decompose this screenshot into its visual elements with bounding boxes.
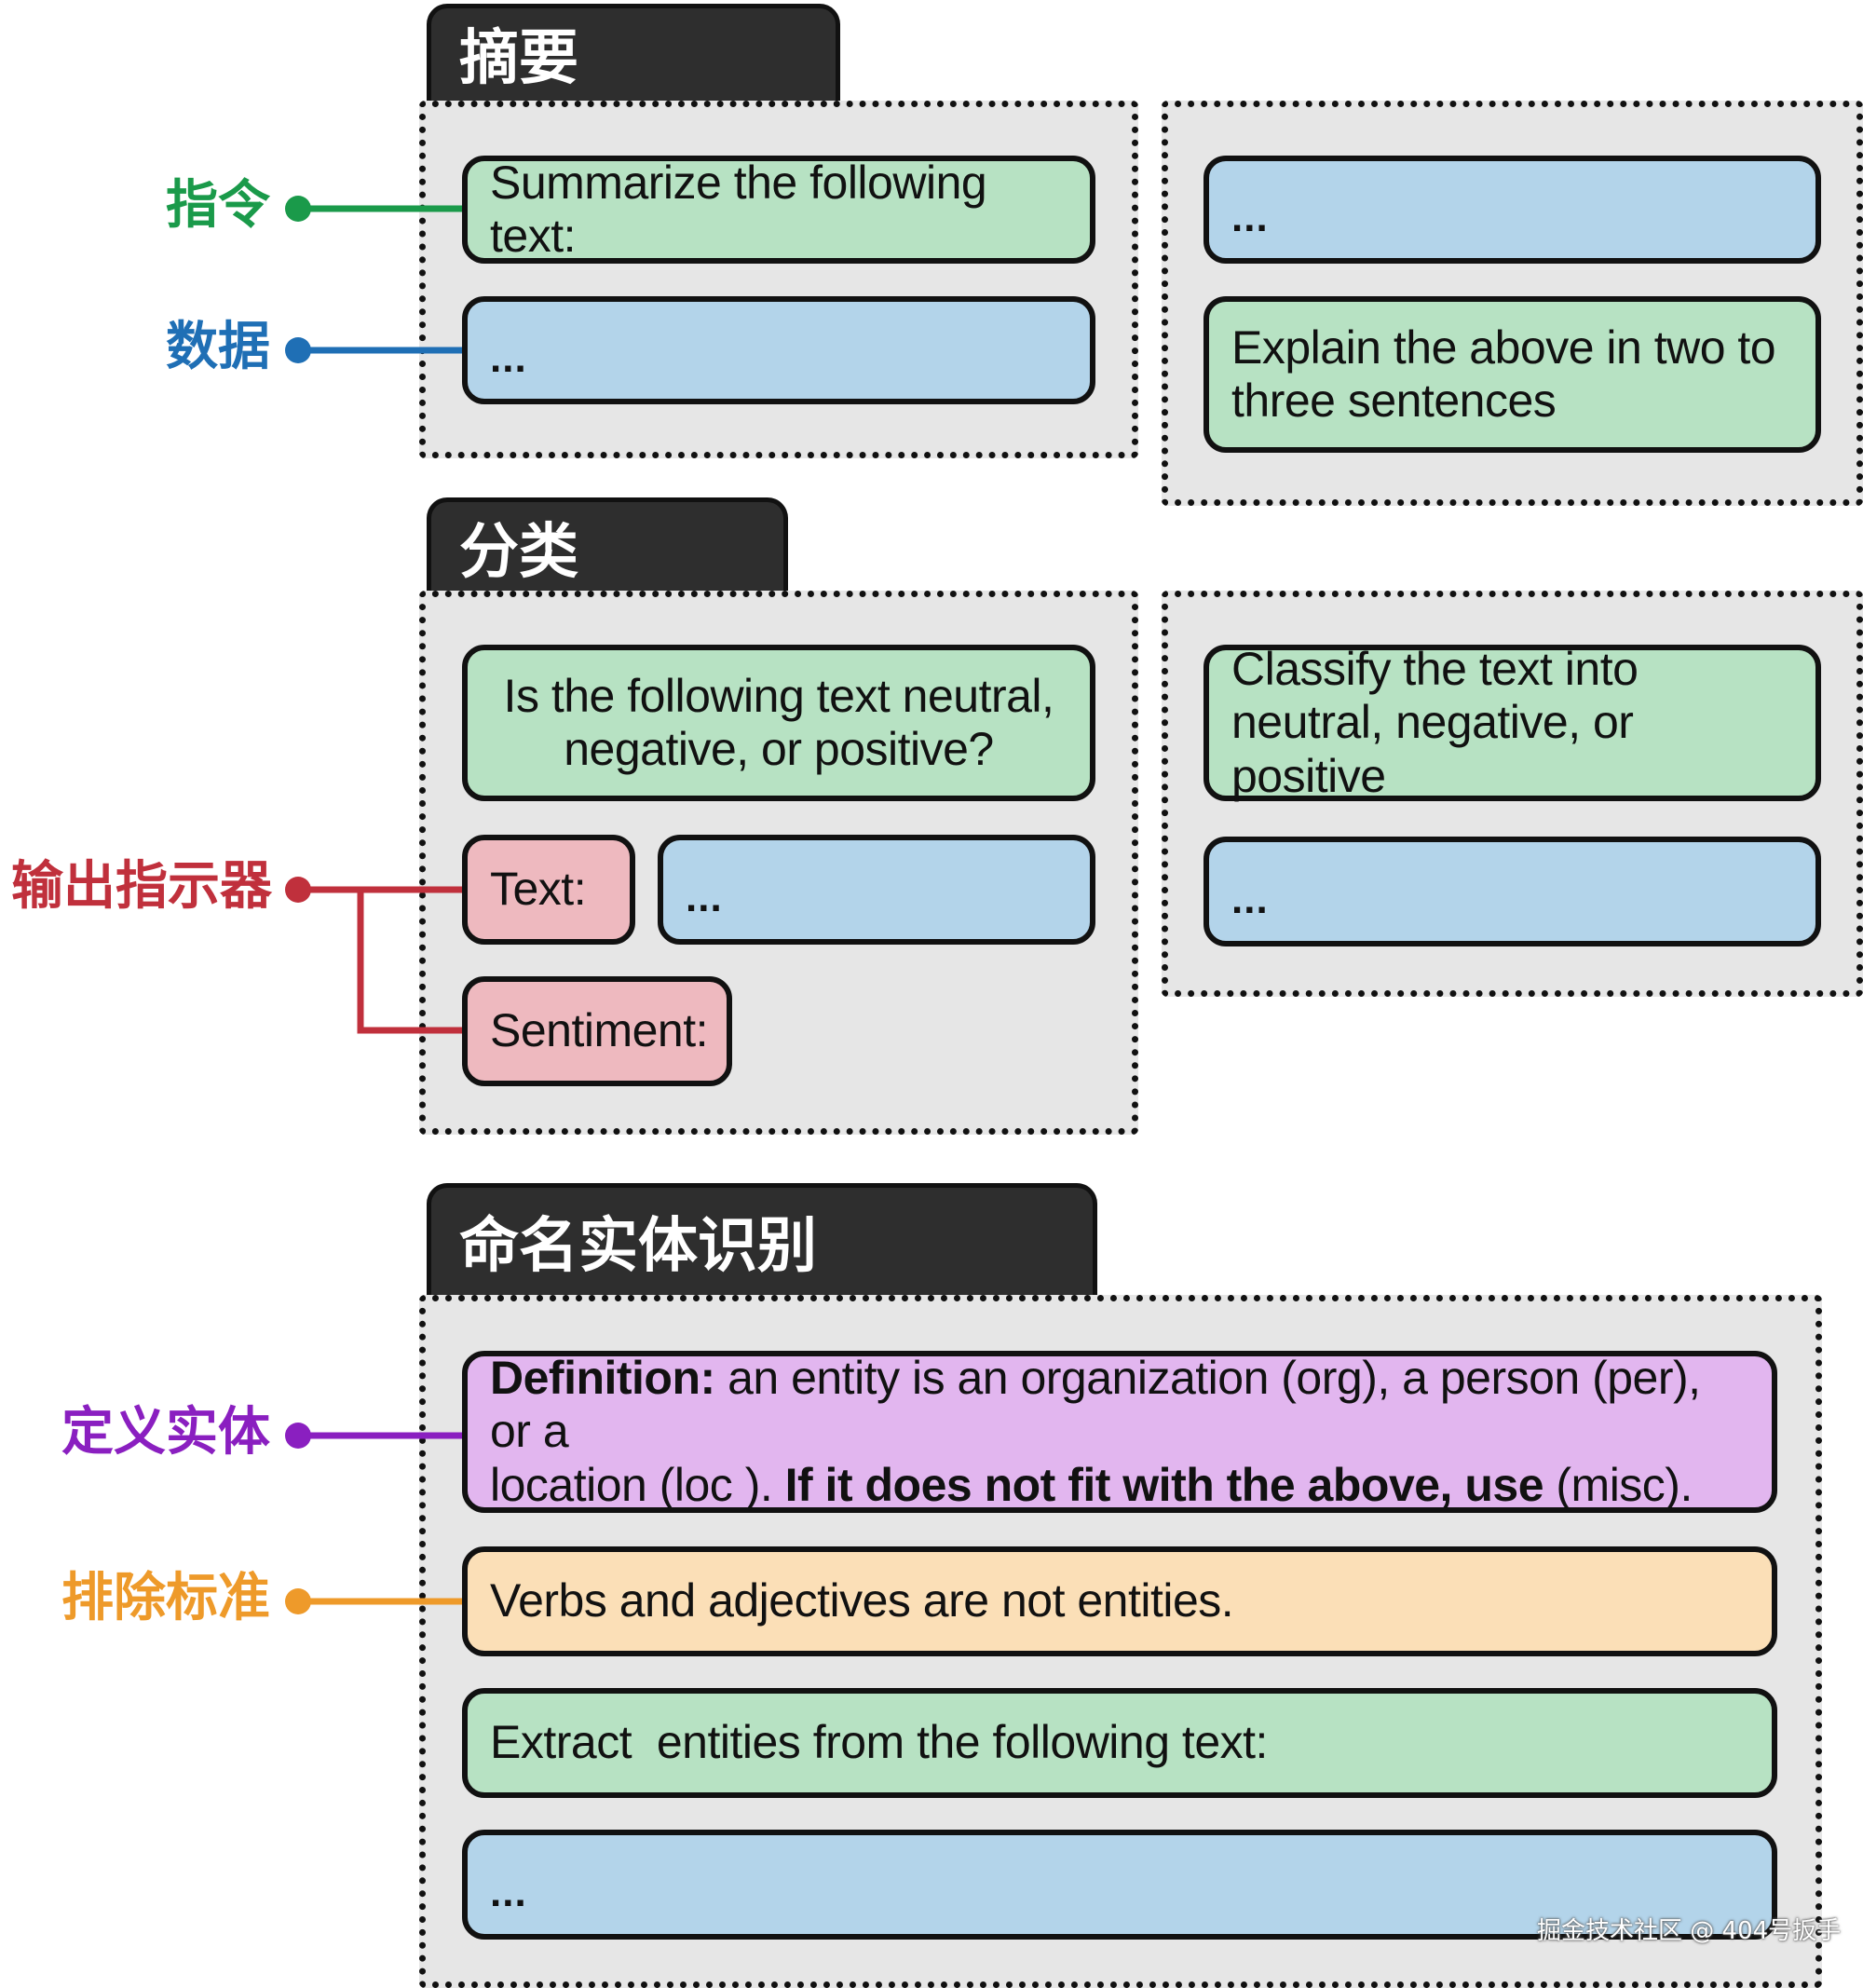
summary-data-box: ... xyxy=(462,296,1095,404)
summary-left-panel xyxy=(419,101,1138,458)
classification-sentiment-label-box: Sentiment: xyxy=(462,976,732,1086)
ner-instruction-box: Extract entities from the following text… xyxy=(462,1688,1777,1798)
ner-definition-line-2: location (loc ). If it does not fit with… xyxy=(490,1459,1749,1513)
section-title-ner: 命名实体识别 xyxy=(459,1211,817,1281)
watermark: 掘金技术社区 @ 404号扳手 xyxy=(1537,1917,1842,1945)
ner-definition-line-1: Definition: an entity is an organization… xyxy=(490,1352,1749,1459)
ner-definition-line-1-rest: an entity is an organization (org), a pe… xyxy=(490,1351,1701,1458)
classification-text-label: Text: xyxy=(490,863,587,916)
ner-data-box: ... xyxy=(462,1830,1777,1940)
classification-instruction-text: Is the following text neutral, negative,… xyxy=(503,669,1054,776)
section-tab-classification: 分类 xyxy=(427,497,788,602)
classification-text-value-box: ... xyxy=(658,835,1095,945)
summary-right-data-text: ... xyxy=(1231,194,1269,240)
summary-right-instruction-box: Explain the above in two to three senten… xyxy=(1203,296,1821,453)
label-instruction: 指令 xyxy=(166,175,270,236)
classification-text-label-box: Text: xyxy=(462,835,635,945)
section-title-summary: 摘要 xyxy=(459,23,578,93)
section-title-classification: 分类 xyxy=(459,517,578,587)
ner-definition-line-2-end: (misc). xyxy=(1543,1458,1693,1511)
ner-definition-box: Definition: an entity is an organization… xyxy=(462,1351,1777,1513)
ner-definition-line-2-bold: If it does not fit with the above, use xyxy=(784,1458,1544,1511)
label-define-entity: 定义实体 xyxy=(61,1402,270,1463)
classification-right-instruction-text: Classify the text into neutral, negative… xyxy=(1231,642,1639,802)
ner-exclusion-text: Verbs and adjectives are not entities. xyxy=(490,1574,1234,1627)
summary-instruction-text: Summarize the following text: xyxy=(490,156,987,263)
classification-right-data-text: ... xyxy=(1231,876,1269,922)
ner-definition-bold: Definition: xyxy=(490,1351,715,1404)
summary-instruction-box: Summarize the following text: xyxy=(462,156,1095,264)
summary-right-data-box: ... xyxy=(1203,156,1821,264)
classification-text-value: ... xyxy=(686,874,723,920)
ner-definition-line-2-start: location (loc ). xyxy=(490,1458,785,1511)
label-data: 数据 xyxy=(166,317,270,377)
summary-right-instruction-text: Explain the above in two to three senten… xyxy=(1231,320,1776,428)
classification-sentiment-label: Sentiment: xyxy=(490,1004,709,1057)
classification-right-data-box: ... xyxy=(1203,837,1821,946)
label-output-indicator: 输出指示器 xyxy=(11,856,272,917)
ner-data-text: ... xyxy=(490,1869,527,1915)
classification-instruction-box: Is the following text neutral, negative,… xyxy=(462,645,1095,801)
ner-instruction-text: Extract entities from the following text… xyxy=(490,1716,1268,1769)
ner-exclusion-box: Verbs and adjectives are not entities. xyxy=(462,1546,1777,1656)
label-exclusion-criteria: 排除标准 xyxy=(61,1568,270,1628)
section-tab-summary: 摘要 xyxy=(427,4,840,108)
ner-definition-text: Definition: an entity is an organization… xyxy=(490,1352,1749,1513)
classification-right-instruction-box: Classify the text into neutral, negative… xyxy=(1203,642,1821,802)
summary-data-text: ... xyxy=(490,334,527,381)
section-tab-ner: 命名实体识别 xyxy=(427,1183,1097,1304)
